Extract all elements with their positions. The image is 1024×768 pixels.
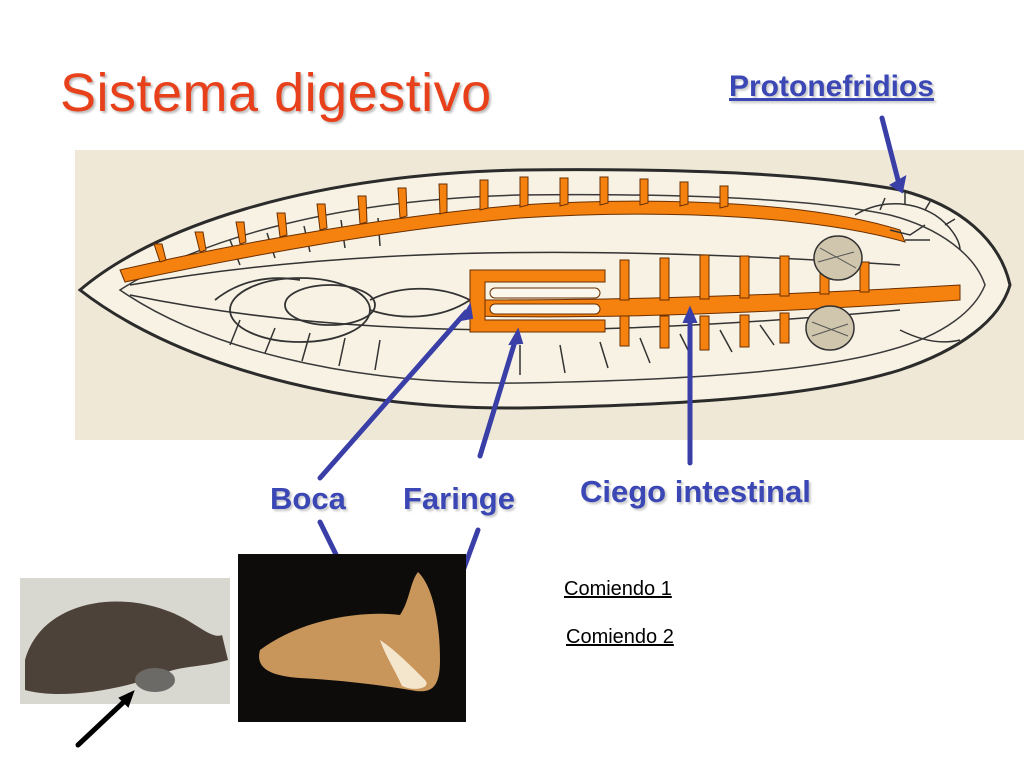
photo-planarian-1 [20,578,230,704]
link-comiendo-1[interactable]: Comiendo 1 [564,578,672,600]
label-protonefridios[interactable]: Protonefridios [729,70,935,103]
photo-planarian-2 [238,554,466,722]
gonads [805,235,863,351]
link-comiendo-2[interactable]: Comiendo 2 [566,626,674,648]
inner-margin [118,193,986,384]
label-faringe: Faringe [403,481,515,516]
protonephridia-network [854,193,961,343]
label-ciego-intestinal: Ciego intestinal [580,474,811,509]
arrow-boca [317,309,469,481]
slide-title: Sistema digestivo [60,63,492,123]
arrow-protonefridios [879,115,901,183]
black-arrow [75,690,135,748]
arrow-faringe [477,335,519,459]
label-boca: Boca [270,481,346,516]
pharynx [489,287,601,315]
